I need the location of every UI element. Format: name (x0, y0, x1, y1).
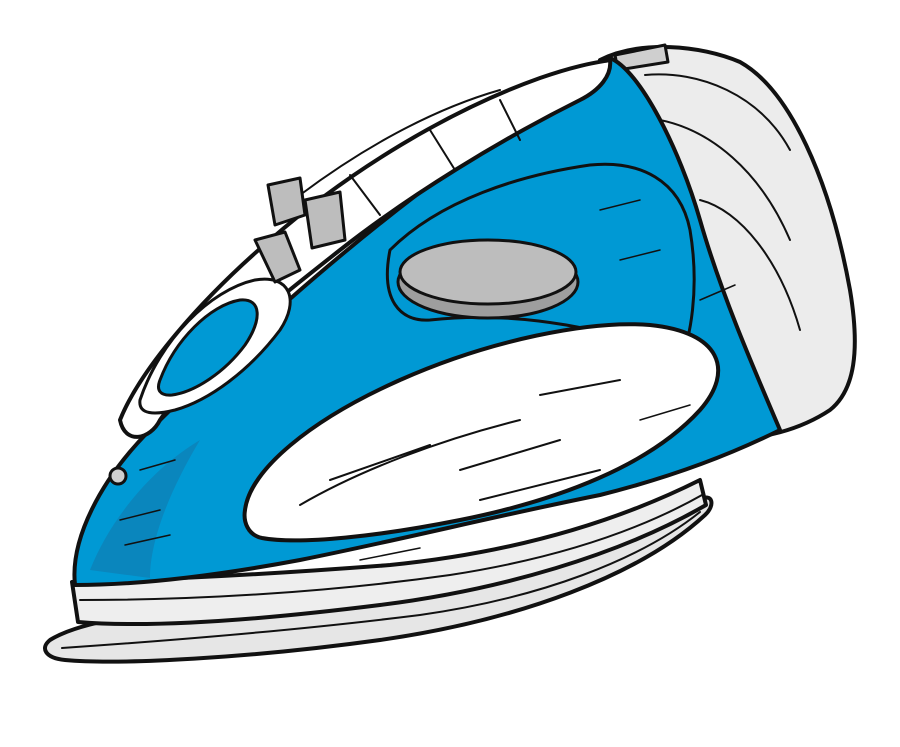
temperature-dial-top (398, 238, 578, 306)
front-screw (108, 466, 128, 486)
side-white-panel (242, 322, 720, 543)
trim-band (70, 478, 708, 627)
handle-grip-seam (299, 89, 521, 216)
soleplate-edge-line (61, 511, 701, 649)
spray-button (253, 230, 302, 284)
front-nozzle-window (157, 298, 259, 397)
trim-band-line (79, 494, 703, 601)
rear-cap-seam (644, 73, 801, 331)
side-panel-highlight (299, 379, 621, 506)
body-hatching (119, 199, 736, 561)
steam-button-right (303, 190, 347, 250)
steam-button-left (266, 176, 307, 227)
body-shadow (90, 440, 200, 578)
